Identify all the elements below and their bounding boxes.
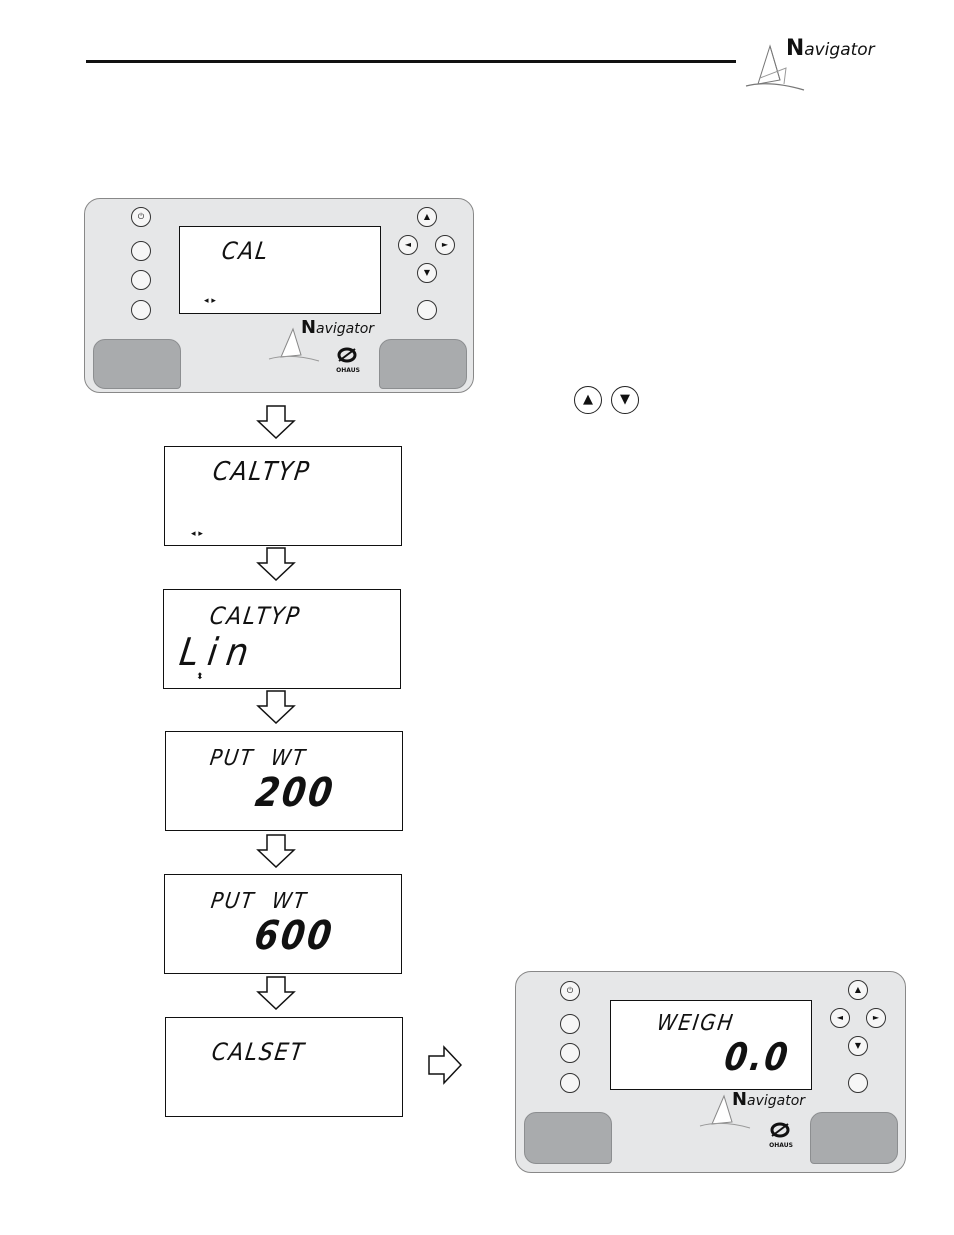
- flow-arrow-icon: [428, 1045, 462, 1085]
- display-value: 600: [252, 913, 337, 959]
- nav-hint: ◂ ▸: [191, 529, 203, 539]
- arrow-up-icon: ▲: [424, 212, 430, 221]
- display-line1: CALTYP: [208, 602, 303, 630]
- display-value: 0.0: [722, 1035, 793, 1079]
- power-button[interactable]: ⏻: [560, 981, 580, 1001]
- arrow-right-icon: ►: [873, 1013, 879, 1022]
- down-button[interactable]: ▼: [417, 263, 437, 283]
- left-pad[interactable]: [524, 1112, 612, 1164]
- function-button-1[interactable]: [131, 241, 151, 261]
- panel-brand: Navigator: [732, 1089, 805, 1110]
- header-brand: Navigator: [786, 36, 875, 61]
- power-icon: ⏻: [138, 212, 144, 221]
- header-rule: [86, 60, 736, 63]
- function-button-2[interactable]: [131, 270, 151, 290]
- balance-panel-top: ⏻ ▲ ◄ ► ▼ CAL ◂ ▸ Navigator OHAUS: [84, 198, 474, 393]
- flow-arrow-icon: [256, 976, 296, 1010]
- display-step3: PUT WT 200: [165, 731, 403, 831]
- ohaus-logo: OHAUS: [331, 367, 365, 374]
- display-line1: CALSET: [210, 1038, 307, 1066]
- arrow-down-icon: ▼: [855, 1041, 861, 1050]
- right-pad[interactable]: [810, 1112, 898, 1164]
- up-button[interactable]: ▲: [848, 980, 868, 1000]
- power-button[interactable]: ⏻: [131, 207, 151, 227]
- arrow-up-icon: ▲: [855, 985, 861, 994]
- left-pad[interactable]: [93, 339, 181, 389]
- arrow-down-icon: ▼: [424, 268, 430, 277]
- ohaus-logo: OHAUS: [764, 1142, 798, 1149]
- nav-hint: ◂ ▸: [204, 296, 216, 306]
- left-button[interactable]: ◄: [830, 1008, 850, 1028]
- display-top: CAL ◂ ▸: [179, 226, 381, 314]
- flow-arrow-icon: [256, 834, 296, 868]
- display-line1: CAL: [220, 237, 271, 265]
- display-step5: CALSET: [165, 1017, 403, 1117]
- display-value: 200: [253, 770, 338, 816]
- right-button[interactable]: ►: [866, 1008, 886, 1028]
- right-pad[interactable]: [379, 339, 467, 389]
- enter-button[interactable]: [417, 300, 437, 320]
- balance-panel-bottom: ⏻ ▲ ◄ ► ▼ WEIGH 0.0 Navigator OHAUS: [515, 971, 906, 1173]
- nav-hint: ⬍: [196, 672, 204, 682]
- arrow-up-icon: ▲: [583, 392, 593, 407]
- ohaus-logo-icon: [337, 347, 357, 363]
- flow-arrow-icon: [256, 690, 296, 724]
- display-step2: CALTYP Lin ⬍: [163, 589, 401, 689]
- display-line2: Lin: [177, 630, 260, 674]
- function-button-3[interactable]: [131, 300, 151, 320]
- up-key[interactable]: ▲: [574, 386, 602, 414]
- power-icon: ⏻: [567, 986, 573, 995]
- function-button-2[interactable]: [560, 1043, 580, 1063]
- up-button[interactable]: ▲: [417, 207, 437, 227]
- display-step1: CALTYP ◂ ▸: [164, 446, 402, 546]
- down-key[interactable]: ▼: [611, 386, 639, 414]
- down-button[interactable]: ▼: [848, 1036, 868, 1056]
- display-bottom: WEIGH 0.0: [610, 1000, 812, 1090]
- left-button[interactable]: ◄: [398, 235, 418, 255]
- right-button[interactable]: ►: [435, 235, 455, 255]
- display-line1: PUT WT: [209, 889, 309, 914]
- display-line1: PUT WT: [208, 746, 308, 771]
- display-step4: PUT WT 600: [164, 874, 402, 974]
- function-button-1[interactable]: [560, 1014, 580, 1034]
- panel-brand: Navigator: [301, 317, 374, 338]
- function-button-3[interactable]: [560, 1073, 580, 1093]
- display-line1: CALTYP: [211, 457, 313, 487]
- arrow-left-icon: ◄: [405, 240, 411, 249]
- enter-button[interactable]: [848, 1073, 868, 1093]
- arrow-right-icon: ►: [442, 240, 448, 249]
- arrow-left-icon: ◄: [837, 1013, 843, 1022]
- display-line1: WEIGH: [655, 1011, 736, 1036]
- flow-arrow-icon: [256, 405, 296, 439]
- ohaus-logo-icon: [770, 1122, 790, 1138]
- flow-arrow-icon: [256, 547, 296, 581]
- arrow-down-icon: ▼: [620, 392, 630, 407]
